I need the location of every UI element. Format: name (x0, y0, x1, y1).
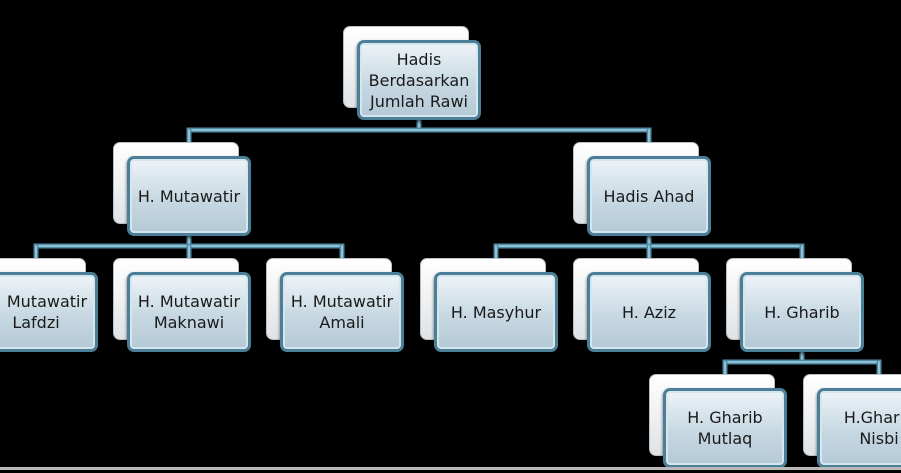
node-label: H.Gharib Nisbi (817, 388, 901, 468)
node-label: H. Mutawatir (127, 156, 251, 236)
node-h-masyhur: H. Masyhur (420, 258, 558, 352)
node-h-gharib: H. Gharib (726, 258, 864, 352)
node-hadis-ahad: Hadis Ahad (573, 142, 711, 236)
node-label: H. Aziz (587, 272, 711, 352)
node-h-mutawatir-lafdzi: H. Mutawatir Lafdzi (0, 258, 98, 352)
node-h-gharib-mutlaq: H. Gharib Mutlaq (649, 374, 787, 468)
node-h-mutawatir-maknawi: H. Mutawatir Maknawi (113, 258, 251, 352)
node-label: H. Gharib Mutlaq (663, 388, 787, 468)
node-label: Hadis Ahad (587, 156, 711, 236)
node-h-gharib-nisbi: H.Gharib Nisbi (803, 374, 901, 468)
node-label: H. Mutawatir Lafdzi (0, 272, 98, 352)
node-h-mutawatir-amali: H. Mutawatir Amali (266, 258, 404, 352)
node-hadis-berdasarkan-jumlah-rawi: Hadis Berdasarkan Jumlah Rawi (343, 26, 481, 120)
node-label: H. Gharib (740, 272, 864, 352)
node-label: H. Mutawatir Maknawi (127, 272, 251, 352)
bottom-divider (0, 467, 901, 470)
node-label: H. Masyhur (434, 272, 558, 352)
node-label: H. Mutawatir Amali (280, 272, 404, 352)
node-label: Hadis Berdasarkan Jumlah Rawi (357, 40, 481, 120)
node-h-aziz: H. Aziz (573, 258, 711, 352)
node-h-mutawatir: H. Mutawatir (113, 142, 251, 236)
